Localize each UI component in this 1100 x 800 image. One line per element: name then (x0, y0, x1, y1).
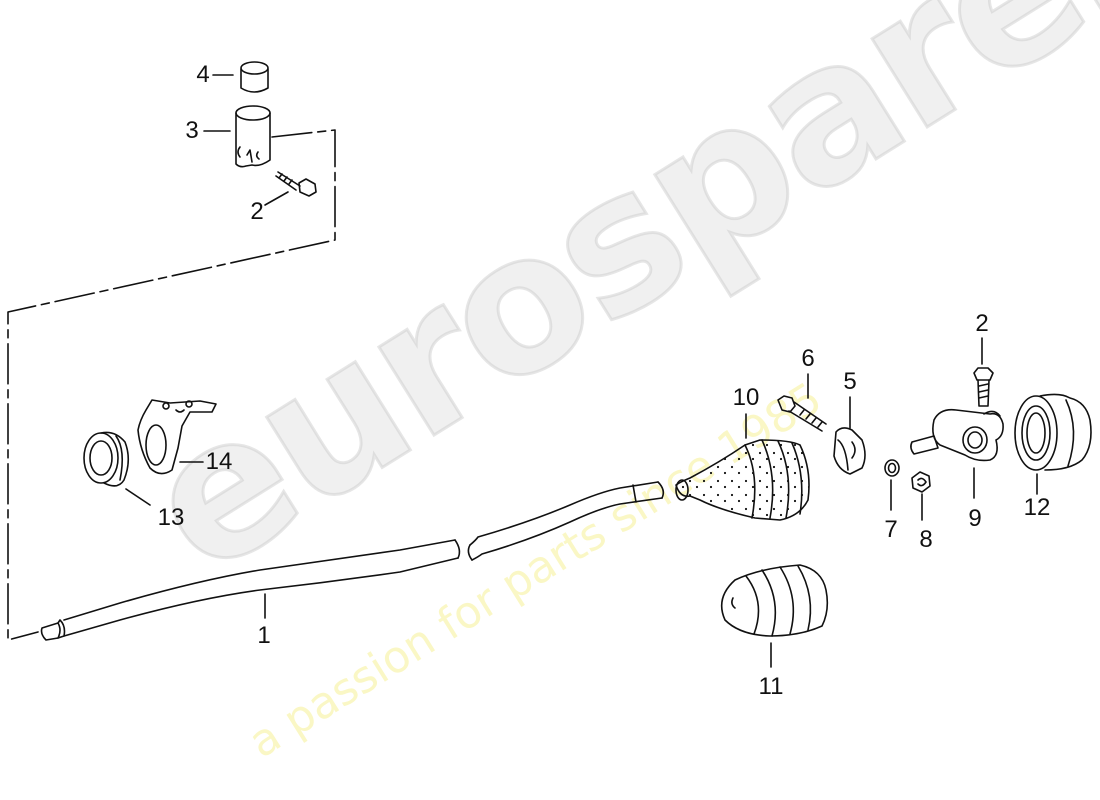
part-13-bushing-icon (83, 431, 151, 506)
callout-2-lower: 2 (975, 310, 989, 337)
part-10-bellows-icon (675, 413, 810, 521)
callout-10: 10 (732, 384, 760, 411)
part-8-nut-icon (911, 471, 931, 521)
callout-4: 4 (196, 61, 210, 88)
callout-5: 5 (843, 368, 857, 395)
callout-7: 7 (884, 516, 898, 543)
part-2-bolt-upper-icon (264, 171, 317, 206)
callout-12: 12 (1023, 494, 1051, 521)
callout-13: 13 (157, 504, 185, 531)
part-4-cap-icon (212, 61, 269, 93)
assembly-dashed-line (7, 129, 336, 641)
part-14-bracket-icon (137, 399, 217, 475)
part-5-clamp-icon (833, 396, 866, 475)
part-2-bolt-lower-icon (973, 337, 994, 407)
part-11-rubber-boot-icon (720, 564, 829, 668)
callout-1: 1 (257, 622, 271, 649)
callout-9: 9 (968, 505, 982, 532)
callout-2-upper: 2 (250, 198, 264, 225)
part-6-bolt-icon (777, 373, 827, 432)
callout-14: 14 (205, 448, 233, 475)
part-7-washer-icon (884, 459, 900, 511)
callout-6: 6 (801, 345, 815, 372)
callout-8: 8 (919, 526, 933, 553)
part-3-sleeve-icon (203, 105, 271, 168)
part-9-shift-joint-icon (910, 408, 1004, 499)
callout-3: 3 (185, 117, 199, 144)
callout-11: 11 (758, 673, 784, 700)
part-1-shift-rod-icon (40, 481, 665, 641)
part-12-boot-icon (1014, 393, 1092, 495)
